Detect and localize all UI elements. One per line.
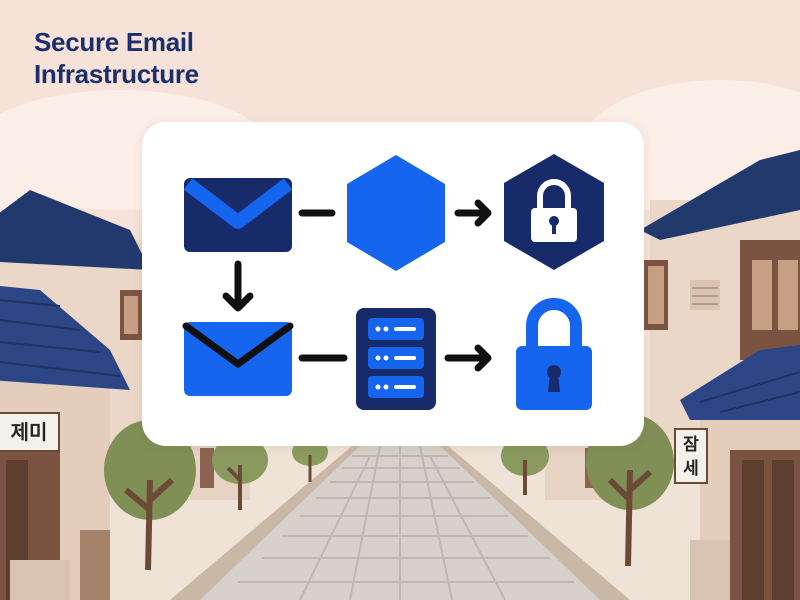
diagram-card <box>142 122 644 446</box>
padlock-icon <box>516 298 592 410</box>
arrow-right-icon-1 <box>454 199 492 227</box>
arrow-down-icon <box>222 260 254 312</box>
envelope-open-icon <box>182 322 294 396</box>
title-line-1: Secure Email <box>34 27 194 57</box>
flow-diagram <box>182 154 604 410</box>
page-title: Secure Email Infrastructure <box>34 26 199 90</box>
server-stack-icon <box>356 308 436 410</box>
left-house-front <box>0 286 130 600</box>
envelope-icon <box>183 178 293 252</box>
arrow-right-icon-2 <box>444 344 492 372</box>
stone-street <box>170 445 630 600</box>
shop-sign-right: 잠 세 <box>674 428 708 484</box>
shop-sign-left: 제미 <box>0 412 60 452</box>
right-house-front <box>680 345 800 600</box>
tree-right-small <box>501 436 549 495</box>
hexagon-icon <box>347 155 445 271</box>
shop-sign-right-line-1: 잠 <box>683 435 699 455</box>
shop-sign-right-line-2: 세 <box>683 459 699 479</box>
hexagon-lock-icon <box>504 154 604 270</box>
title-line-2: Infrastructure <box>34 59 199 89</box>
